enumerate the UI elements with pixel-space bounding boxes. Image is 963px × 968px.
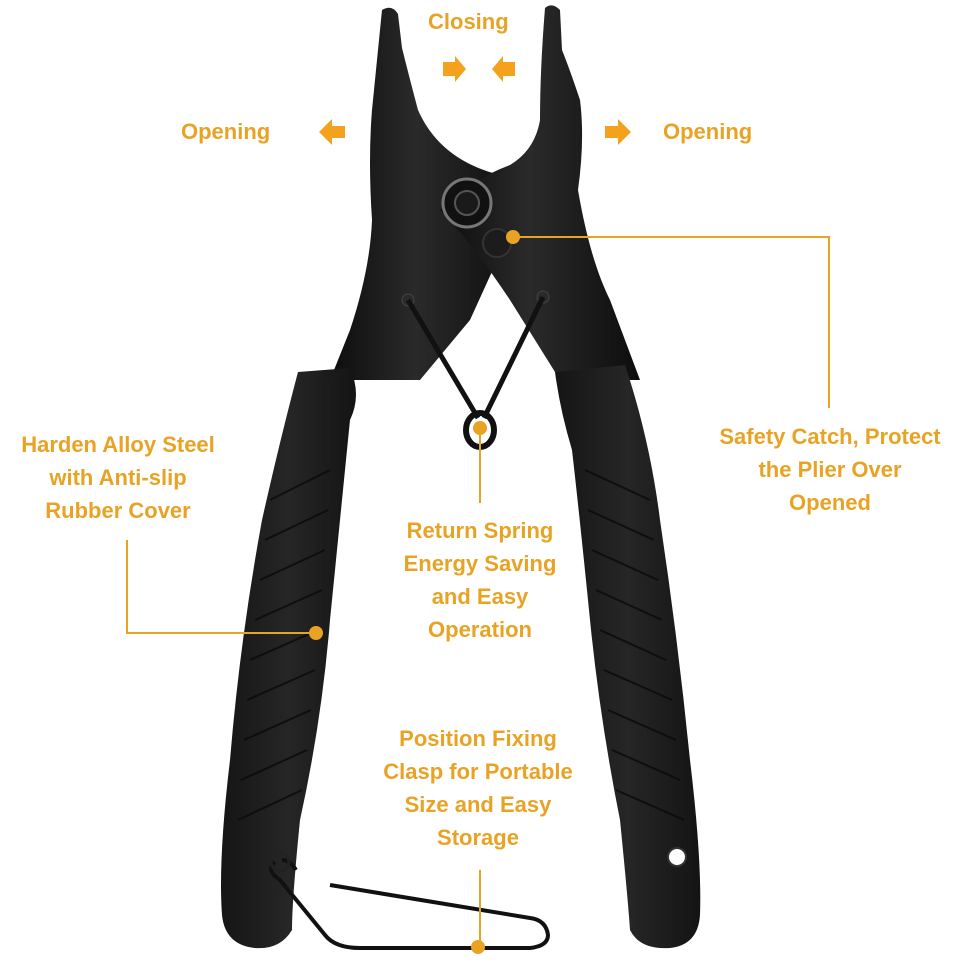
arrow-left-icon bbox=[319, 119, 345, 145]
rubber-cover-callout: Harden Alloy Steel with Anti-slip Rubber… bbox=[21, 432, 215, 523]
fixing-clasp bbox=[269, 858, 551, 950]
left-jaw bbox=[330, 7, 520, 380]
callout-dot-icon bbox=[309, 626, 323, 640]
fixing-clasp-callout: Position Fixing Clasp for Portable Size … bbox=[383, 726, 573, 850]
safety-catch bbox=[482, 228, 512, 258]
closing-label: Closing bbox=[428, 9, 509, 34]
arrow-left-icon bbox=[492, 56, 515, 82]
callout-dot-icon bbox=[473, 421, 487, 435]
callout-dot-icon bbox=[506, 230, 520, 244]
callout-dot-icon bbox=[471, 940, 485, 954]
return-spring-callout: Return Spring Energy Saving and Easy Ope… bbox=[403, 518, 557, 642]
opening-left-label: Opening bbox=[181, 119, 271, 144]
right-jaw bbox=[440, 5, 640, 381]
callout-lines bbox=[126, 236, 830, 945]
safety-catch-callout: Safety Catch, Protect the Plier Over Ope… bbox=[719, 424, 941, 515]
opening-right-label: Opening bbox=[663, 119, 753, 144]
arrow-right-icon bbox=[605, 119, 631, 145]
return-spring bbox=[405, 295, 546, 420]
arrow-right-icon bbox=[443, 56, 466, 82]
